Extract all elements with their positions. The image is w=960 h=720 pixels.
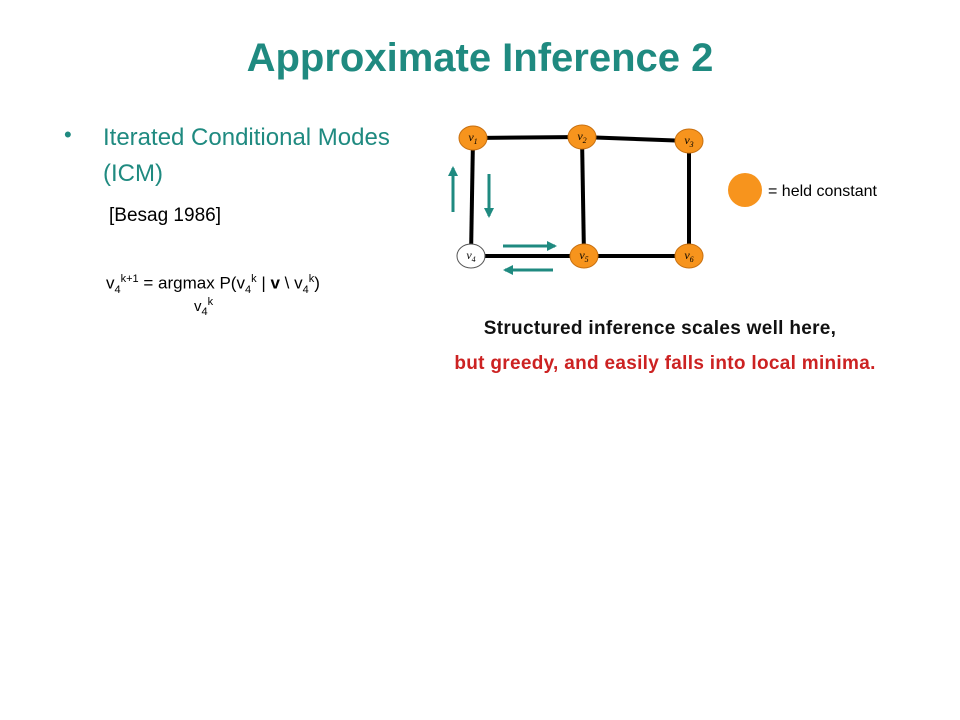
node-v2: v2 [567, 124, 597, 150]
bullet-text: Iterated Conditional Modes (ICM) [103, 120, 390, 192]
node-circle [569, 243, 599, 269]
caption-line-2: but greedy, and easily falls into local … [454, 353, 876, 374]
argmax-subscript: v4k [194, 296, 214, 318]
edge-v1-v4 [469, 137, 475, 257]
caption-line-1: Structured inference scales well here, [483, 318, 837, 339]
node-circle [458, 125, 488, 151]
citation: [Besag 1986] [109, 205, 221, 226]
edge-v2-v3 [581, 135, 690, 143]
node-v4: v4 [456, 243, 486, 269]
bullet-line-1: Iterated Conditional Modes [103, 124, 390, 151]
node-label: v3 [684, 133, 693, 149]
node-v5: v5 [569, 243, 599, 269]
node-label: v1 [468, 130, 477, 146]
icm-update-formula: v4k+1 = argmax P(v4k | v \ v4k) [106, 273, 320, 297]
legend-label: = held constant [768, 183, 877, 200]
legend-held-swatch [728, 173, 762, 207]
node-circle [567, 124, 597, 150]
node-v6: v6 [674, 243, 704, 269]
node-circle [456, 243, 486, 269]
node-label: v5 [579, 248, 588, 264]
edge-v1-v2 [472, 135, 583, 140]
node-v1: v1 [458, 125, 488, 151]
node-v3: v3 [674, 128, 704, 154]
node-circle [674, 243, 704, 269]
nodes-layer: v1 v2 v3 v4 v5 v6 [456, 124, 704, 269]
node-label: v6 [684, 248, 693, 264]
edge-v2-v5 [580, 136, 586, 257]
slide-title: Approximate Inference 2 [246, 36, 714, 80]
node-circle [674, 128, 704, 154]
node-label: v2 [577, 129, 586, 145]
node-label: v4 [466, 248, 475, 264]
bullet-line-2: (ICM) [103, 160, 163, 187]
bullet-marker: • [64, 122, 72, 147]
